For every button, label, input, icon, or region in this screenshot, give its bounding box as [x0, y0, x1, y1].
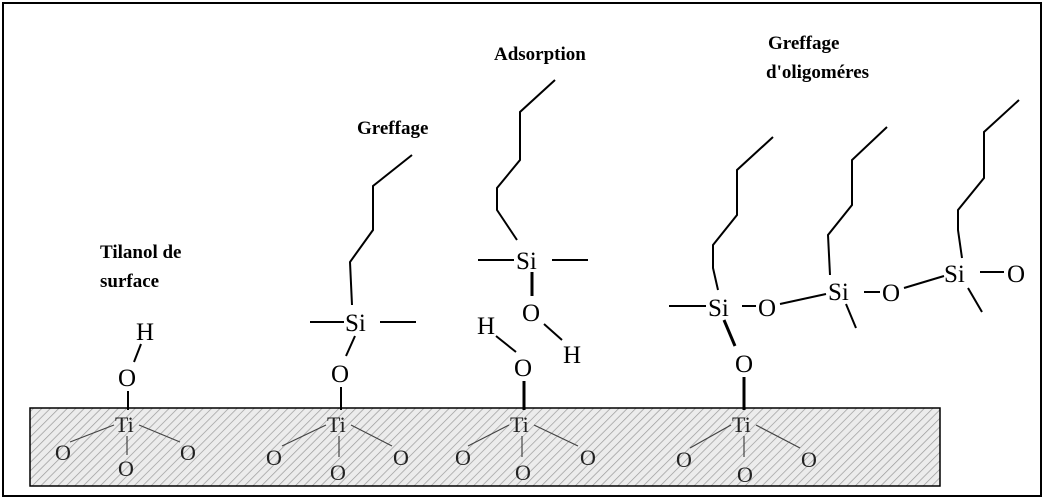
alkyl-chain	[348, 154, 413, 306]
bond-ti-o-right	[533, 424, 579, 447]
alkyl-chain	[826, 126, 888, 276]
atom-si: Si	[345, 310, 366, 337]
atom-o: O	[330, 460, 346, 485]
bond-o-h	[133, 343, 142, 363]
atom-o: O	[118, 365, 136, 392]
bond-h-o	[495, 335, 517, 353]
atom-o: O	[801, 447, 817, 472]
group-greffage: Si O Ti O O O	[266, 154, 416, 485]
atom-o: O	[118, 456, 134, 481]
bond-ti-o-right	[350, 424, 393, 447]
atom-si: Si	[516, 248, 537, 275]
label-tilanol-line1: Tilanol de	[100, 242, 181, 263]
titania-surface	[29, 407, 941, 487]
label-oligomeres-line1: Greffage	[768, 33, 839, 54]
atom-o: O	[515, 460, 531, 485]
atom-ti: Ti	[732, 412, 751, 437]
bond-ti-o-left	[689, 424, 732, 449]
atom-o: O	[180, 440, 196, 465]
bond-si-methyl	[845, 303, 857, 329]
atom-o: O	[55, 440, 71, 465]
alkyl-chain	[496, 79, 556, 241]
bond-si-methyl	[967, 287, 983, 313]
atom-o: O	[882, 280, 900, 307]
group-adsorption: Si O H H O Ti O O O	[455, 79, 596, 485]
atom-h: H	[563, 342, 581, 369]
label-tilanol-line2: surface	[100, 271, 159, 292]
atom-o: O	[331, 361, 349, 388]
atom-si: Si	[708, 295, 729, 322]
atom-ti: Ti	[510, 412, 529, 437]
bond-o-si	[779, 293, 827, 305]
group-oligomeres: Si O O Si O Si O Ti O O O	[669, 99, 1025, 487]
bond-ti-o-right	[755, 424, 801, 449]
atom-o: O	[266, 445, 282, 470]
bond-ti-o-left	[467, 424, 510, 447]
atom-si: Si	[944, 261, 965, 288]
atom-si: Si	[828, 279, 849, 306]
bond-si-o	[345, 335, 356, 357]
bond-si-o-down	[722, 319, 737, 347]
bond-ti-o-right	[138, 424, 181, 443]
atom-o: O	[1007, 261, 1025, 288]
label-oligomeres-line2: d'oligoméres	[766, 62, 869, 83]
atom-ti: Ti	[115, 412, 134, 437]
bond-ti-o-left	[69, 424, 115, 443]
bond-ti-o-left	[281, 424, 327, 447]
bond-o-si	[903, 275, 945, 289]
atom-o: O	[522, 300, 540, 327]
atom-o: O	[455, 445, 471, 470]
alkyl-chain	[712, 136, 774, 291]
atom-ti: Ti	[327, 412, 346, 437]
atom-o: O	[676, 447, 692, 472]
group-titanol: H O Ti O O O	[55, 319, 196, 481]
atom-o: O	[580, 445, 596, 470]
atom-o: O	[393, 445, 409, 470]
alkyl-chain	[957, 99, 1020, 259]
atom-o: O	[514, 355, 532, 382]
label-adsorption: Adsorption	[494, 44, 586, 65]
bond-o-h	[543, 323, 563, 341]
atom-o: O	[735, 351, 753, 378]
atom-o: O	[737, 462, 753, 487]
atom-h: H	[477, 313, 495, 340]
atom-h: H	[136, 319, 154, 346]
atom-o: O	[758, 295, 776, 322]
label-greffage: Greffage	[357, 118, 428, 139]
